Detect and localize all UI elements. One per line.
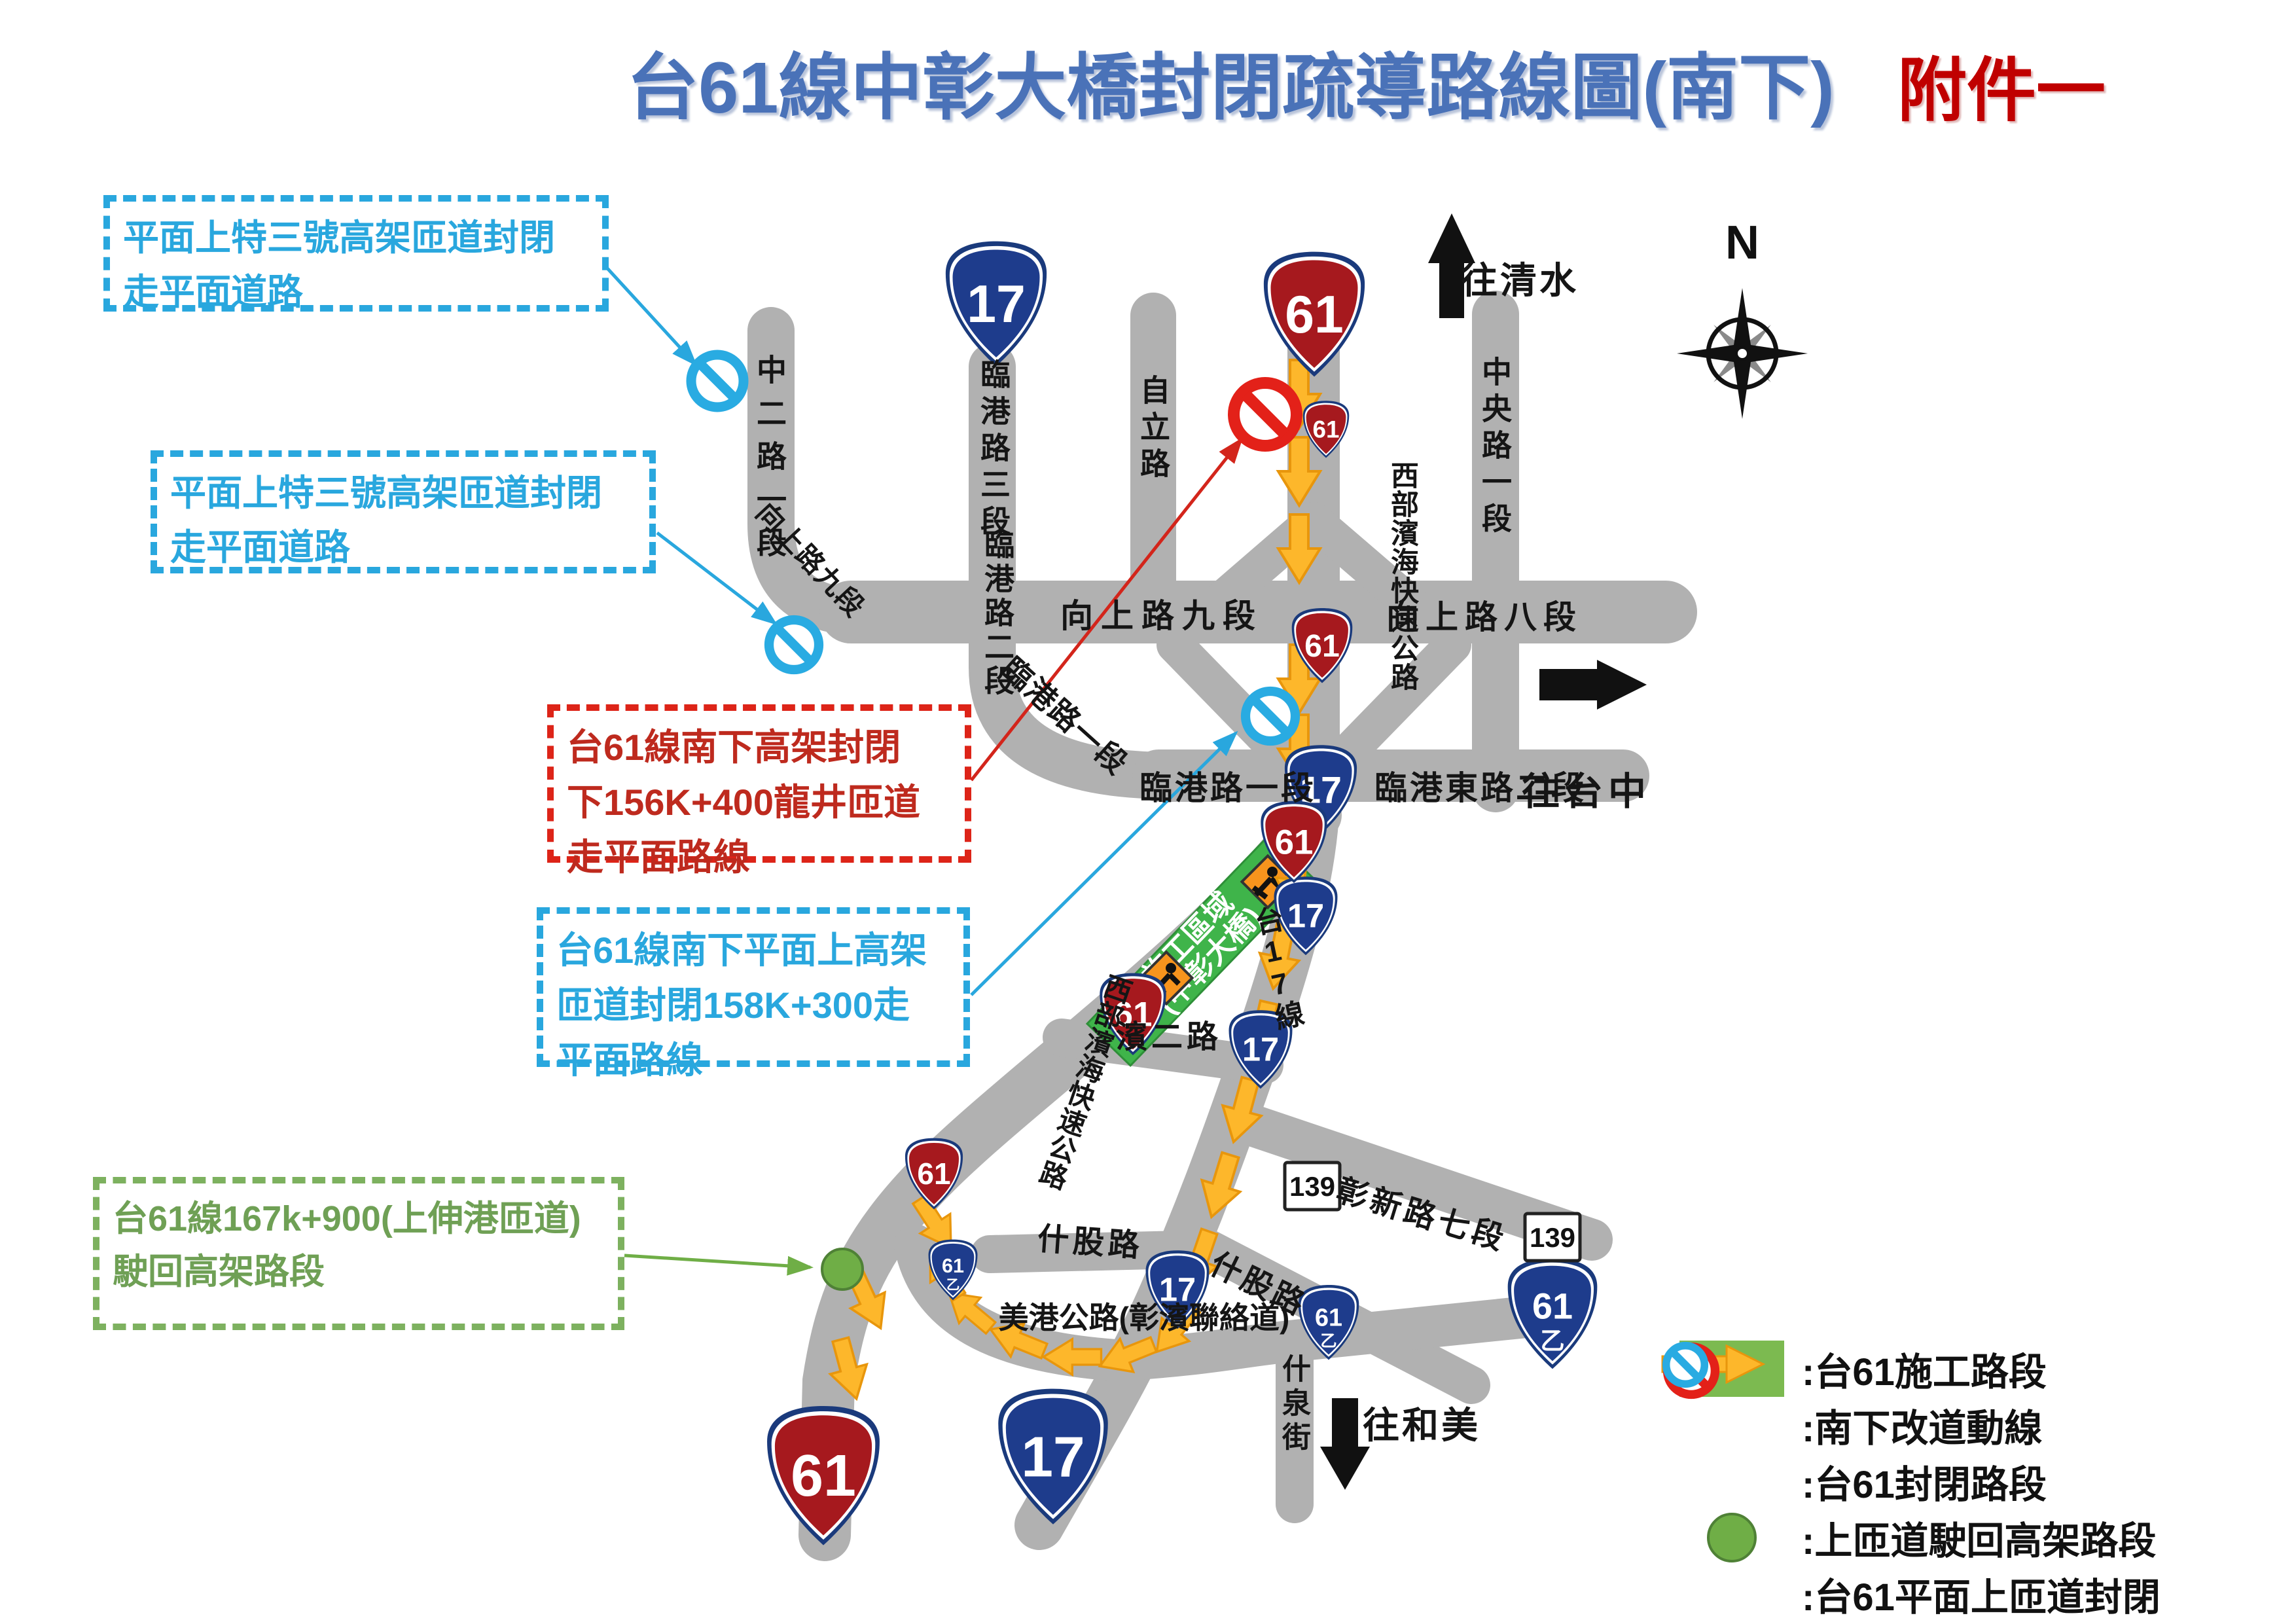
route-shield-61b: 61 乙 <box>1507 1258 1598 1369</box>
shield-number: 61 <box>1304 628 1340 664</box>
callout-onramp-closure: 台61線南下平面上高架 匝道封閉158K+300走 平面路線 <box>537 907 970 1081</box>
label-lingang-rd-3: 臨港路三段 <box>977 359 1011 542</box>
route-shield-61b: 61 乙 <box>1298 1284 1359 1360</box>
north-to-qingshui-arrow-icon <box>1428 213 1475 318</box>
route-shield-61b: 61 乙 <box>928 1239 978 1301</box>
label-central-rd-1: 中央路一段 <box>1478 356 1512 539</box>
shield-suffix: 乙 <box>1320 1332 1336 1350</box>
road-bin2-rd <box>1043 1019 1283 1084</box>
road-lingang-rd <box>969 343 1195 799</box>
shield-number: 61 <box>942 1255 964 1277</box>
compass-rose: N <box>1677 217 1808 419</box>
shield-suffix: 乙 <box>1540 1327 1564 1354</box>
route-shield-61: 61 <box>1302 401 1350 458</box>
shield-number: 139 <box>1289 1171 1335 1202</box>
route-shield-17: 17 <box>1274 876 1338 956</box>
direction-arrows <box>1320 213 1647 1490</box>
route-shield-61: 61 <box>1291 607 1353 683</box>
legend-label: :台61封閉路段 <box>1802 1464 2047 1506</box>
shield-number: 139 <box>1530 1222 1575 1253</box>
leader-line-red <box>970 437 1244 782</box>
route-shield-61: 61 <box>767 1405 880 1545</box>
callout-return-ramp: 台61線167k+900(上伸港匝道) 駛回高架路段 <box>93 1177 624 1330</box>
legend-label: :台61平面上匝道封閉 <box>1802 1576 2161 1619</box>
route-shield-139: 139 <box>1283 1161 1342 1212</box>
legend-row-onramp-closed: :台61平面上匝道封閉 <box>1661 1341 2161 1622</box>
page-title: 台61線中彰大橋封閉疏導路線圖(南下) <box>626 48 1835 128</box>
label-zhong2-rd: 中二路一段 <box>753 354 787 570</box>
legend: :台61施工路段 :南下改道動線 :台61封閉路段 :上匝道駛回高架路段 <box>1661 1341 2161 1622</box>
callout-leader-lines <box>606 267 1244 1276</box>
route-shield-17: 17 <box>945 241 1047 367</box>
callout-flat-ramp-closed-2: 平面上特三號高架匝道封閉 走平面道路 <box>151 450 656 573</box>
shield-number: 17 <box>1287 897 1324 935</box>
label-shigu-rd-w: 什股路 <box>1036 1221 1145 1264</box>
shield-number: 61 <box>1315 1304 1342 1331</box>
shield-number: 61 <box>1114 996 1153 1034</box>
no-entry-red-icon <box>1234 383 1297 446</box>
route-shield-61: 61 <box>1261 801 1327 884</box>
shield-number: 61 <box>917 1157 950 1191</box>
label-xiangshang-rd-8: 向上路八段 <box>1386 599 1583 636</box>
label-shiquan-st: 什泉街 <box>1278 1354 1310 1456</box>
legend-label: :上匝道駛回高架路段 <box>1802 1520 2157 1562</box>
route-shield-61: 61 <box>905 1138 963 1210</box>
no-entry-blue-icon <box>691 355 744 407</box>
route-shield-17: 17 <box>998 1388 1108 1525</box>
legend-row-return: :上匝道駛回高架路段 <box>1661 1509 2161 1566</box>
label-meigang-hwy: 美港公路(彰濱聯絡道) <box>998 1301 1290 1335</box>
legend-label: :南下改道動線 <box>1802 1407 2043 1450</box>
surface-onramp-closed-icon <box>1662 1341 1709 1388</box>
label-bin2-rd: 濱二路 <box>1115 1020 1223 1055</box>
label-zili-rd: 自立路 <box>1136 374 1170 484</box>
shield-suffix: 乙 <box>946 1278 960 1293</box>
direction-qingshui: 往清水 <box>1461 260 1579 301</box>
direction-taichung: 往台中 <box>1521 770 1652 813</box>
label-lingang-east-rd-2: 臨港東路二段 <box>1374 770 1587 806</box>
leader-line-green <box>624 1254 814 1276</box>
label-lingang-rd-1: 臨港路一段 <box>1139 770 1316 806</box>
attachment-label: 附件一 <box>1897 52 2106 130</box>
route-shield-17: 17 <box>1145 1250 1210 1329</box>
shield-number: 17 <box>1242 1031 1279 1068</box>
return-to-elevated-circle-icon <box>1706 1513 1757 1562</box>
compass-north-label: N <box>1725 217 1759 269</box>
shield-number: 17 <box>1021 1424 1085 1489</box>
legend-label: :台61施工路段 <box>1802 1351 2047 1394</box>
route-shield-61: 61 <box>1263 251 1365 377</box>
route-shield-17: 17 <box>1229 1010 1293 1089</box>
shield-number: 61 <box>1313 416 1340 443</box>
leader-line-cyan <box>970 731 1238 996</box>
label-west-coast-expwy: 西部濱海快速公路 <box>1386 461 1418 691</box>
route-shield-61: 61 <box>1100 973 1166 1056</box>
south-to-hemei-arrow-icon <box>1320 1398 1370 1490</box>
direction-hemei: 往和美 <box>1363 1405 1480 1446</box>
shield-number: 17 <box>967 275 1026 334</box>
route-shield-139: 139 <box>1523 1212 1582 1263</box>
legend-row-closed: :台61封閉路段 <box>1661 1342 2161 1509</box>
leader-line-cyan <box>656 532 778 626</box>
no-entry-blue-icon <box>1246 691 1295 741</box>
shield-number: 17 <box>1159 1271 1196 1308</box>
east-to-taichung-arrow-icon <box>1539 660 1647 710</box>
shield-number: 61 <box>1532 1285 1573 1326</box>
ramp-upper-right <box>1295 502 1439 630</box>
callout-flat-ramp-closed-1: 平面上特三號高架匝道封閉 走平面道路 <box>103 195 609 312</box>
legend-row-diversion: :南下改道動線 <box>1661 1344 2161 1453</box>
shield-number: 61 <box>1285 285 1344 344</box>
label-lingang-rd-2: 臨港路二段 <box>980 529 1014 699</box>
return-to-elevated-circle-icon <box>821 1248 864 1291</box>
shield-number: 61 <box>791 1443 856 1509</box>
leader-line-cyan <box>606 267 698 367</box>
callout-mainline-closure: 台61線南下高架封閉 下156K+400龍井匝道 走平面路線 <box>547 704 971 878</box>
no-entry-blue-icon <box>769 620 819 670</box>
shield-number: 61 <box>1275 823 1314 862</box>
label-xiangshang-rd-9: 向上路九段 <box>1060 598 1263 634</box>
